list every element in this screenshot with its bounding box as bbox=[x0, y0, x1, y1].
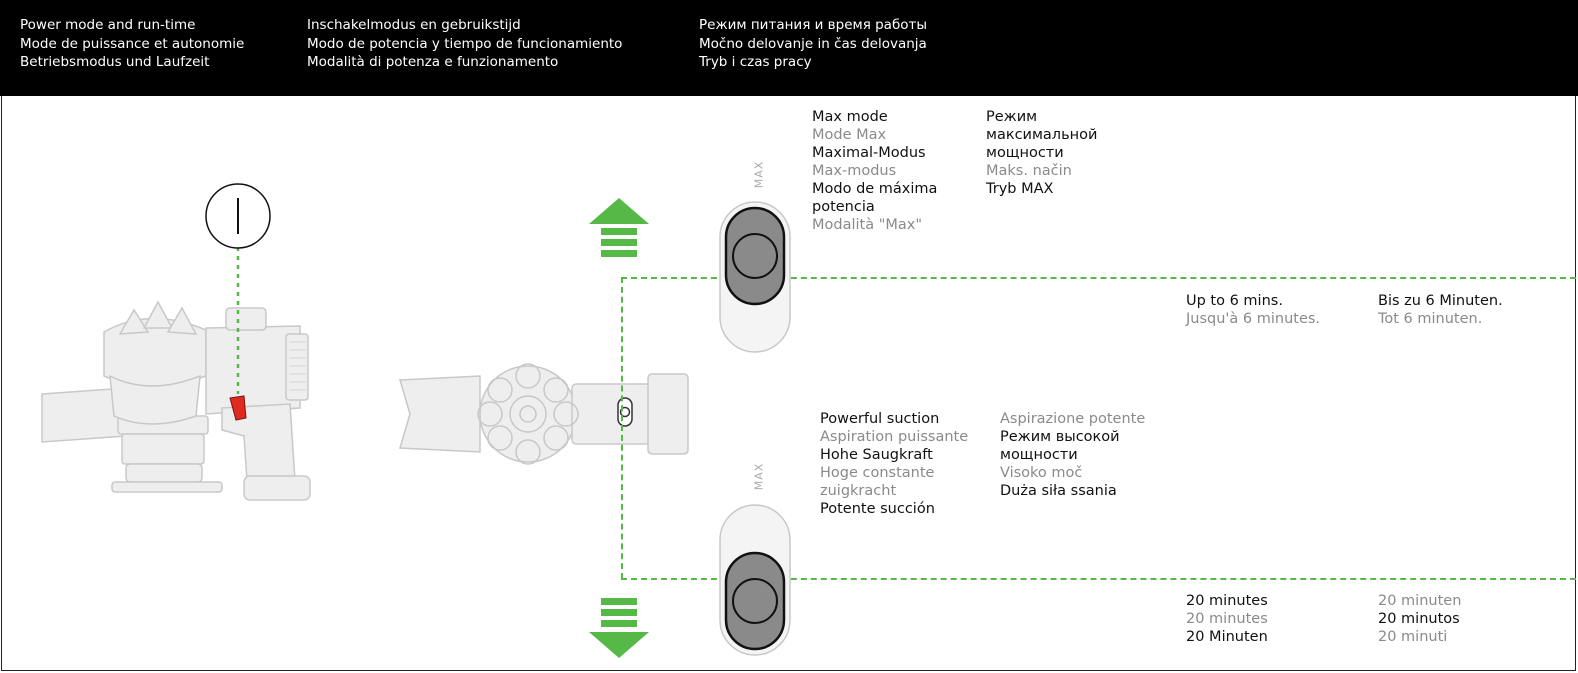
header-line: Tryb i czas pracy bbox=[699, 54, 812, 70]
header-line: Modalità di potenza e funzionamento bbox=[307, 54, 559, 70]
mode-switch-max-illustration bbox=[719, 201, 791, 353]
label-line: Bis zu 6 Minuten. bbox=[1378, 293, 1503, 309]
header-line: Inschakelmodus en gebruikstijd bbox=[307, 17, 521, 33]
label-line: Visoko moč bbox=[1000, 465, 1083, 481]
label-line: Aspirazione potente bbox=[1000, 411, 1146, 427]
label-line: Режим высокой bbox=[1000, 429, 1120, 445]
header-line: Modo de potencia y tiempo de funcionamie… bbox=[307, 35, 623, 52]
label-line: Hohe Saugkraft bbox=[820, 447, 933, 463]
label-line: Max mode bbox=[812, 109, 888, 125]
label-line: Режим bbox=[986, 109, 1038, 125]
header-line: Power mode and run-time bbox=[20, 17, 196, 33]
label-line: максимальной bbox=[986, 127, 1098, 143]
label-line: 20 minuti bbox=[1378, 629, 1448, 645]
header-line: Betriebsmodus und Laufzeit bbox=[20, 54, 210, 70]
label-line: Tryb MAX bbox=[986, 181, 1054, 197]
header-line: Mode de puissance et autonomie bbox=[20, 35, 245, 52]
label-line: Modo de máxima bbox=[812, 181, 938, 197]
header-line: Режим питания и время работы bbox=[699, 17, 928, 33]
label-line: мощности bbox=[986, 145, 1064, 161]
header-line: Močno delovanje in čas delovanja bbox=[699, 35, 927, 52]
label-line: Aspiration puissante bbox=[820, 429, 969, 445]
arrow-up-icon bbox=[589, 198, 649, 257]
dotted-connector-max bbox=[621, 277, 1576, 279]
label-line: Mode Max bbox=[812, 127, 887, 143]
label-line: Duża siła ssania bbox=[1000, 483, 1117, 499]
label-line: 20 minutes bbox=[1186, 611, 1268, 627]
arrow-down-icon bbox=[589, 598, 649, 658]
vacuum-side-view-illustration bbox=[41, 183, 311, 501]
label-line: Hoge constante bbox=[820, 465, 935, 481]
mode-switch-powerful-illustration bbox=[719, 504, 791, 656]
header-col-3: Режим питания и время работы Močno delov… bbox=[699, 16, 927, 72]
label-line: Tot 6 minuten. bbox=[1378, 311, 1483, 327]
vacuum-top-view-illustration bbox=[399, 363, 689, 465]
max-runtime-2: Bis zu 6 Minuten. Tot 6 minuten. bbox=[1378, 292, 1503, 328]
max-runtime-1: Up to 6 mins. Jusqu'à 6 minutes. bbox=[1186, 292, 1320, 328]
label-line: 20 minutos bbox=[1378, 611, 1460, 627]
label-line: 20 minuten bbox=[1378, 593, 1462, 609]
label-line: 20 Minuten bbox=[1186, 629, 1268, 645]
label-line: Modalità "Max" bbox=[812, 217, 923, 233]
label-line: мощности bbox=[1000, 447, 1078, 463]
header-col-1: Power mode and run-time Mode de puissanc… bbox=[20, 16, 244, 72]
label-line: potencia bbox=[812, 199, 875, 215]
powerful-runtime-1: 20 minutes 20 minutes 20 Minuten bbox=[1186, 592, 1268, 646]
label-line: Max-modus bbox=[812, 163, 897, 179]
max-switch-label: MAX bbox=[752, 160, 766, 189]
label-line: zuigkracht bbox=[820, 483, 897, 499]
label-line: Maks. način bbox=[986, 163, 1072, 179]
label-line: Potente succión bbox=[820, 501, 935, 517]
label-line: Up to 6 mins. bbox=[1186, 293, 1283, 309]
label-line: 20 minutes bbox=[1186, 593, 1268, 609]
dotted-connector-powerful bbox=[621, 578, 1576, 580]
label-line: Jusqu'à 6 minutes. bbox=[1186, 311, 1321, 327]
label-line: Maximal-Modus bbox=[812, 145, 926, 161]
header-col-2: Inschakelmodus en gebruikstijd Modo de p… bbox=[307, 16, 622, 72]
label-line: Powerful suction bbox=[820, 411, 940, 427]
dotted-connector-vertical bbox=[621, 277, 623, 579]
powerful-runtime-2: 20 minuten 20 minutos 20 minuti bbox=[1378, 592, 1461, 646]
header-bar: Power mode and run-time Mode de puissanc… bbox=[0, 0, 1578, 96]
powerful-switch-label: MAX bbox=[752, 462, 766, 491]
